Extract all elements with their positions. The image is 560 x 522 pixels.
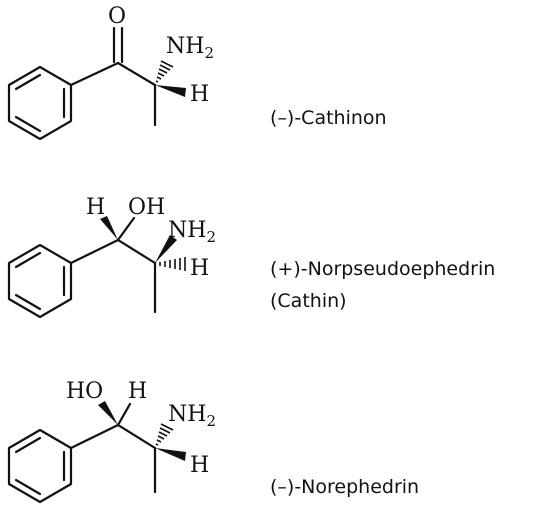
benzene-ring [7,428,73,504]
compound-name: (–)-Norephedrin [270,476,419,498]
hashed-bond-nh2 [155,423,174,446]
wedge-bond-nh2 [155,235,177,263]
carbonyl-double-bond [112,26,124,64]
compound-trivial-name: (Cathin) [270,290,347,312]
molecule-norephedrin: HO H NH2 H (–)-Norephedrin [7,379,419,504]
wedge-bond-oh [98,401,118,425]
hydroxyl-bond [116,216,136,242]
atom-hydrogen: H [190,256,209,281]
alpha-carbon-bond [116,238,157,265]
ring-carbinol-bond [69,238,120,265]
hydrogen-bond-line [116,402,132,427]
atom-hydrogen: H [128,379,147,404]
benzene-ring [7,65,73,141]
atom-hydroxyl-group: OH [128,195,165,220]
ring-carbonyl-bond [69,61,120,87]
wedge-bond-h [100,216,118,240]
atom-amino-group: NH2 [168,402,216,430]
wedge-bond-h [155,448,186,461]
molecule-cathinon: O NH2 H (–)-Cathinon [7,4,387,141]
hashed-bond-nh2 [155,60,174,83]
atom-amino-group: NH2 [166,34,214,62]
compound-name: (+)-Norpseudoephedrin [270,258,495,280]
benzene-ring [7,243,73,319]
atom-hydrogen: H [190,453,209,478]
atom-hydroxyl-group: HO [66,379,103,404]
hashed-bond-h [159,257,186,271]
alpha-carbon-bond [116,61,157,87]
alpha-carbon-bond [116,423,157,450]
atom-amino-group: NH2 [168,218,216,246]
ring-carbinol-bond [69,423,120,450]
atom-hydrogen: H [190,82,209,107]
compound-name: (–)-Cathinon [270,107,387,129]
atom-hydrogen: H [86,195,105,220]
atom-oxygen: O [108,4,126,29]
wedge-bond-h [155,85,186,97]
molecule-norpseudoephedrin: H OH NH2 H (+)-Norpseudoephedrin (Cathin… [7,195,495,319]
